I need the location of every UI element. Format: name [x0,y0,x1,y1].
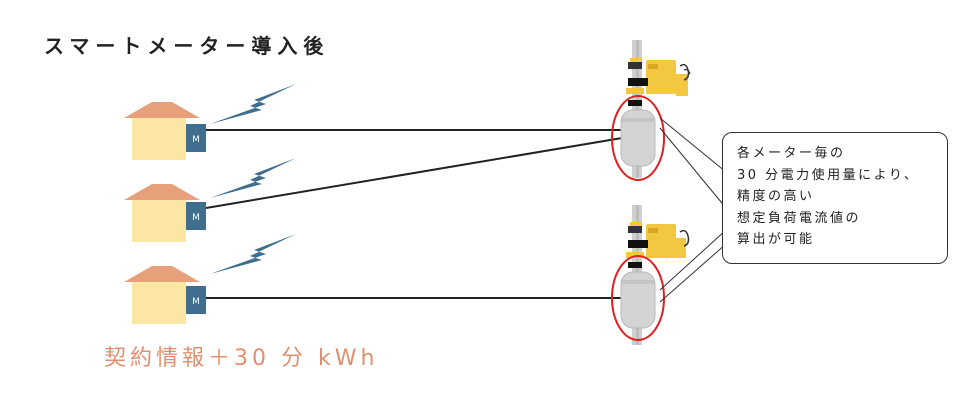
callout-line: 精度の高い [737,186,937,208]
callout-pointer [660,118,726,172]
callout-line: 30 分電力使用量により、 [737,165,937,187]
pole-meter-icon [621,110,655,166]
svg-text:M: M [192,297,200,307]
callout-box: 各メーター毎の 30 分電力使用量により、 精度の高い 想定負荷電流値の 算出が… [722,132,948,264]
callout-pointer [660,128,726,208]
svg-text:M: M [192,135,200,145]
lightning-icon [210,234,296,274]
smart-meter-icon: M [186,202,206,230]
callout-line: 各メーター毎の [737,143,937,165]
power-line [206,138,622,208]
smart-meter-icon: M [186,286,206,314]
pole-meter-icon [621,272,655,328]
callout-line: 想定負荷電流値の [737,208,937,230]
svg-text:M: M [192,213,200,223]
lightning-icon [210,84,296,124]
lightning-icon [210,158,296,198]
contract-info-label: 契約情報＋30 分 kWh [104,340,378,372]
callout-line: 算出が可能 [737,229,937,251]
smart-meter-icon: M [186,124,206,152]
